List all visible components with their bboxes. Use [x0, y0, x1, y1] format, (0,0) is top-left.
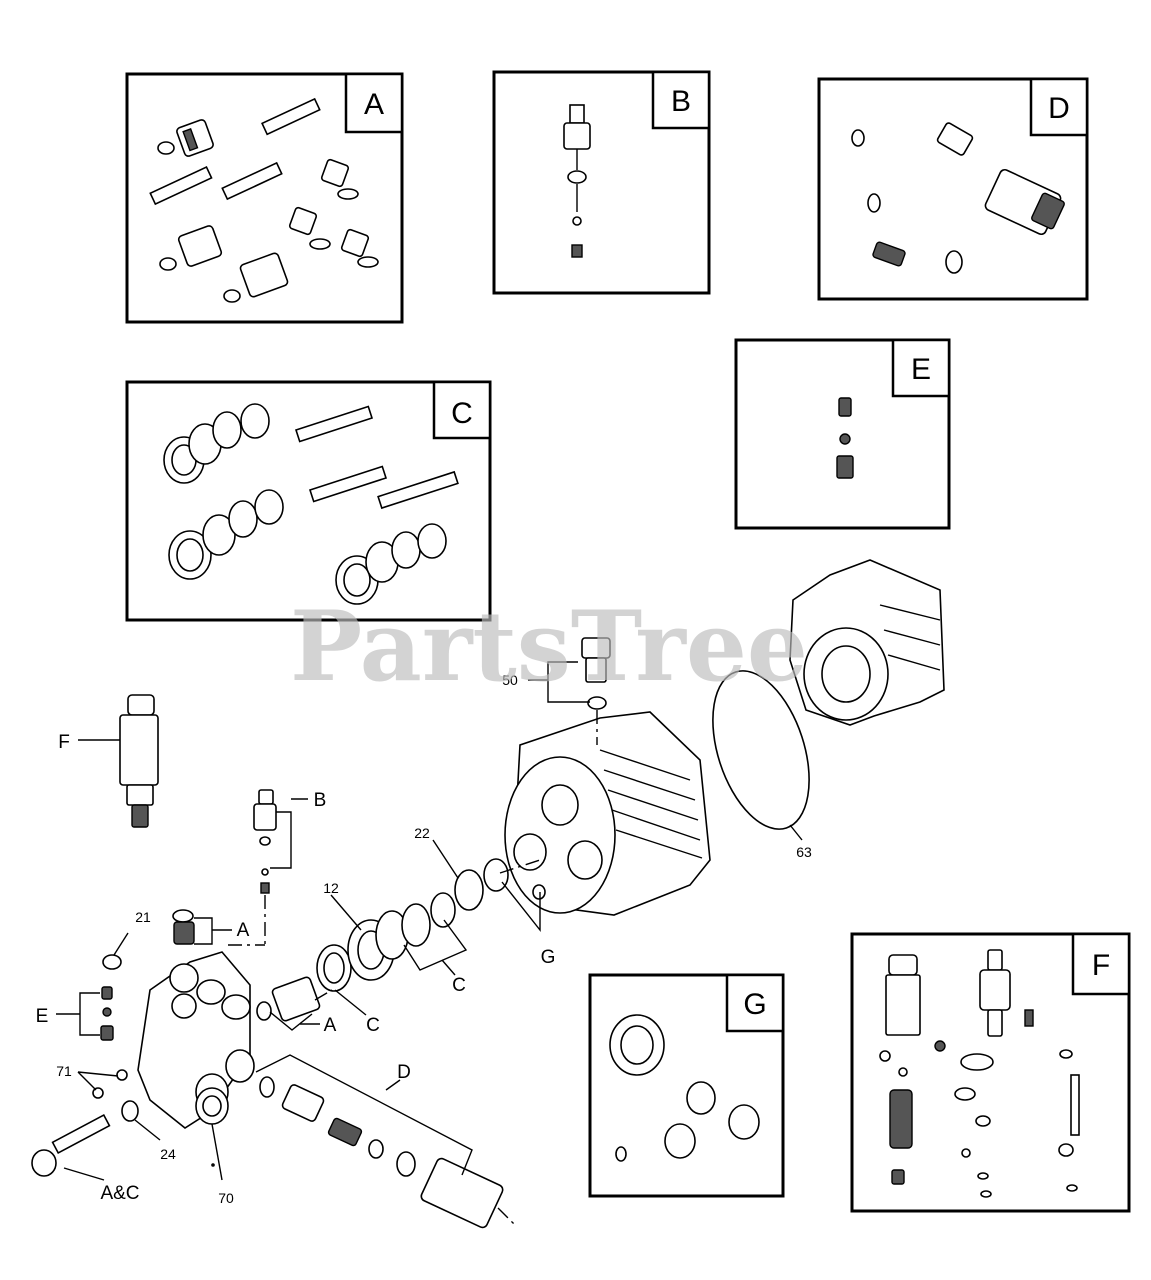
unloader-valve-f[interactable] — [119, 694, 159, 828]
inset-b-label: B — [671, 85, 691, 118]
seal-set-c[interactable] — [316, 858, 546, 992]
inset-kit-d[interactable]: D — [817, 77, 1089, 301]
manifold-head[interactable] — [137, 951, 255, 1167]
callout-71: 71 — [56, 1063, 72, 1079]
washer-24[interactable] — [121, 1100, 139, 1122]
inset-f-label: F — [1092, 949, 1110, 982]
inset-d-label: D — [1048, 92, 1070, 125]
inset-kit-g[interactable]: G — [588, 973, 785, 1198]
inset-f-parts — [879, 949, 1080, 1198]
check-valve-b[interactable] — [253, 789, 277, 945]
pump-block[interactable] — [504, 711, 711, 916]
callout-12: 12 — [323, 880, 339, 896]
inset-g-parts — [609, 1014, 760, 1162]
callout-g: G — [541, 947, 556, 968]
inset-kit-b[interactable]: B — [492, 70, 711, 295]
callout-a-lower: A — [324, 1015, 337, 1036]
callout-f: F — [58, 732, 70, 753]
inset-kit-f[interactable]: F — [850, 932, 1131, 1213]
leader-lines — [56, 661, 803, 1225]
inset-c-parts — [163, 403, 459, 605]
callout-24: 24 — [160, 1146, 176, 1162]
inset-kit-c[interactable]: C — [125, 380, 492, 622]
inset-e-parts — [836, 397, 854, 479]
callout-21: 21 — [135, 909, 151, 925]
bolt-a-c[interactable] — [31, 1114, 111, 1177]
callout-22: 22 — [414, 825, 430, 841]
partstree-watermark: PartsTree — [290, 590, 808, 703]
callout-d: D — [397, 1062, 411, 1083]
crankcase-housing[interactable] — [789, 559, 945, 726]
fitting-50[interactable] — [581, 637, 611, 745]
o-ring-21[interactable] — [102, 954, 122, 970]
valve-a-lower[interactable] — [256, 976, 321, 1022]
callout-b: B — [314, 790, 327, 811]
inset-b-parts — [563, 104, 591, 258]
callout-c-lower: C — [452, 975, 466, 996]
callout-a-upper: A — [237, 920, 250, 941]
callout-50: 50 — [502, 672, 518, 688]
callout-c: C — [366, 1015, 380, 1036]
inset-a-parts — [149, 97, 379, 303]
callout-e: E — [36, 1006, 49, 1027]
inset-g-label: G — [743, 988, 766, 1021]
inset-a-label: A — [364, 88, 384, 121]
o-ring-63[interactable] — [695, 659, 827, 842]
callout-63: 63 — [796, 844, 812, 860]
inset-kit-a[interactable]: A — [125, 72, 404, 324]
callout-a-and-c: A&C — [100, 1183, 139, 1204]
inset-d-parts — [851, 122, 1065, 274]
screws-71[interactable] — [92, 1069, 128, 1099]
inset-e-label: E — [911, 353, 931, 386]
valves-e[interactable] — [100, 986, 114, 1041]
callout-70: 70 — [218, 1190, 234, 1206]
valve-d-assembly[interactable] — [259, 1076, 504, 1229]
inset-kit-e[interactable]: E — [734, 338, 951, 530]
inset-c-label: C — [451, 397, 473, 430]
plug-70[interactable] — [195, 1087, 229, 1125]
valve-a-upper[interactable] — [172, 909, 195, 945]
